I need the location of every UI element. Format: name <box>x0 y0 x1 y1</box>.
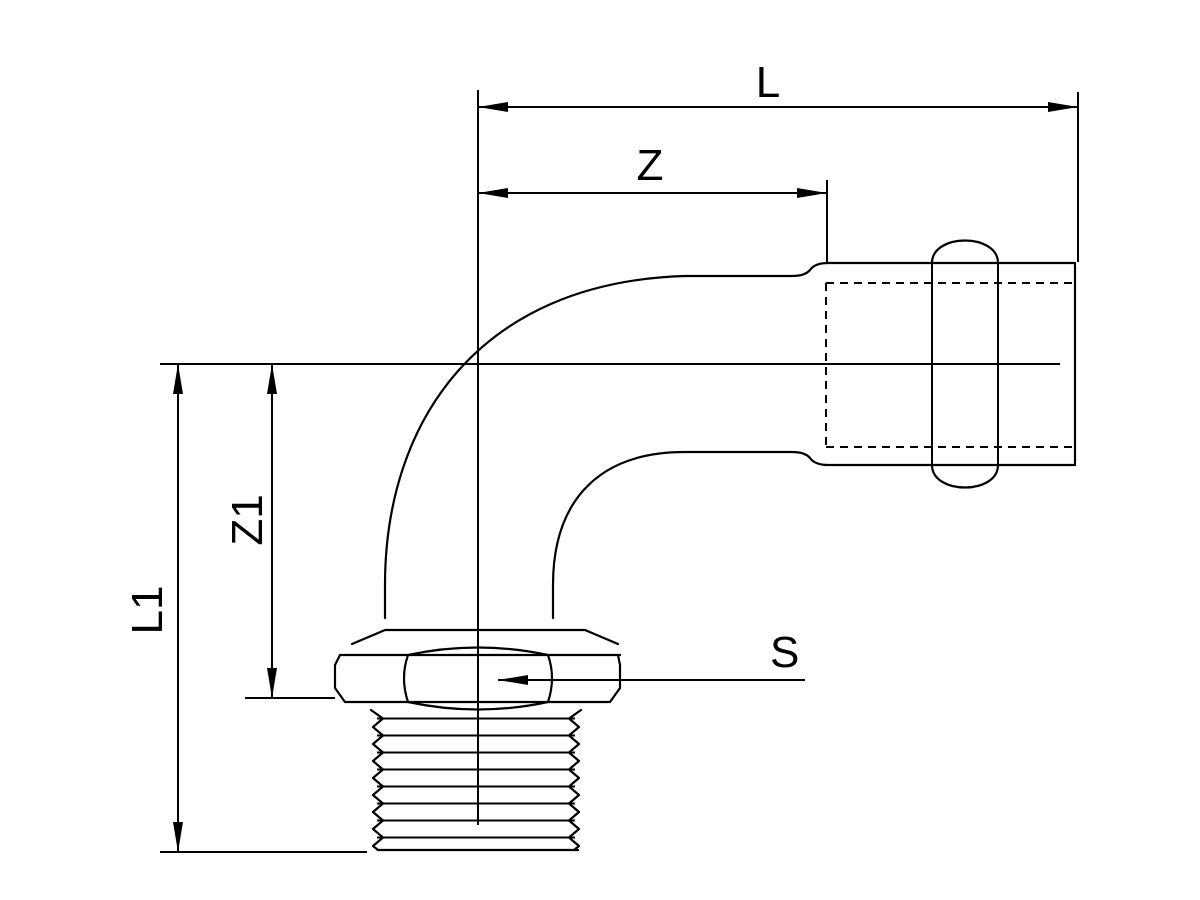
dimension-L: L <box>478 58 1079 262</box>
elbow-body <box>383 261 1077 620</box>
press-bead <box>930 239 1000 489</box>
dim-label-L1: L1 <box>123 586 172 635</box>
dimension-L1: L1 <box>123 364 367 853</box>
dim-label-Z1: Z1 <box>223 494 272 545</box>
male-thread <box>369 708 583 852</box>
leader-S: S <box>498 628 805 685</box>
dim-label-L: L <box>756 58 780 107</box>
dimension-Z: Z <box>478 141 828 262</box>
dim-label-S: S <box>770 628 799 677</box>
hex-nut <box>333 628 622 711</box>
dim-label-Z: Z <box>637 141 664 190</box>
dimension-Z1: Z1 <box>223 364 335 699</box>
